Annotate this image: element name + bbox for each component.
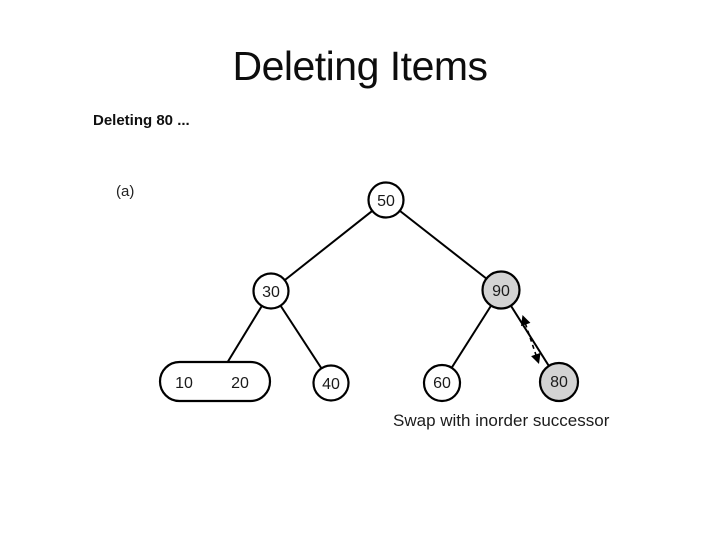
node-10-20-pill [158,360,272,403]
node-30 [252,272,290,310]
swap-arrow-down-icon [531,352,541,364]
tree-edge-50-90 [385,199,502,291]
node-20-label: 20 [231,375,249,392]
node-50-label: 50 [377,193,395,210]
figure-caption: Swap with inorder successor [393,411,610,430]
node-30-label: 30 [262,284,280,301]
node-90 [481,270,521,310]
swap-arrow-up-icon [521,315,531,327]
slide-subtitle: Deleting 80 ... [93,112,190,129]
node-60-label: 60 [433,375,451,392]
node-40-label: 40 [322,376,340,393]
swap-arrow-dashed-line [524,323,537,356]
node-80 [538,361,580,403]
tree-edge-50-30 [270,199,387,292]
swap-arrow [521,315,541,364]
node-10-label: 10 [175,375,193,392]
node-40 [312,364,350,402]
node-50 [367,181,405,219]
slide-title: Deleting Items [232,43,488,89]
node-80-label: 80 [550,374,568,391]
figure-panel-label: (a) [116,183,135,200]
node-60 [422,363,462,403]
node-90-label: 90 [492,283,510,300]
